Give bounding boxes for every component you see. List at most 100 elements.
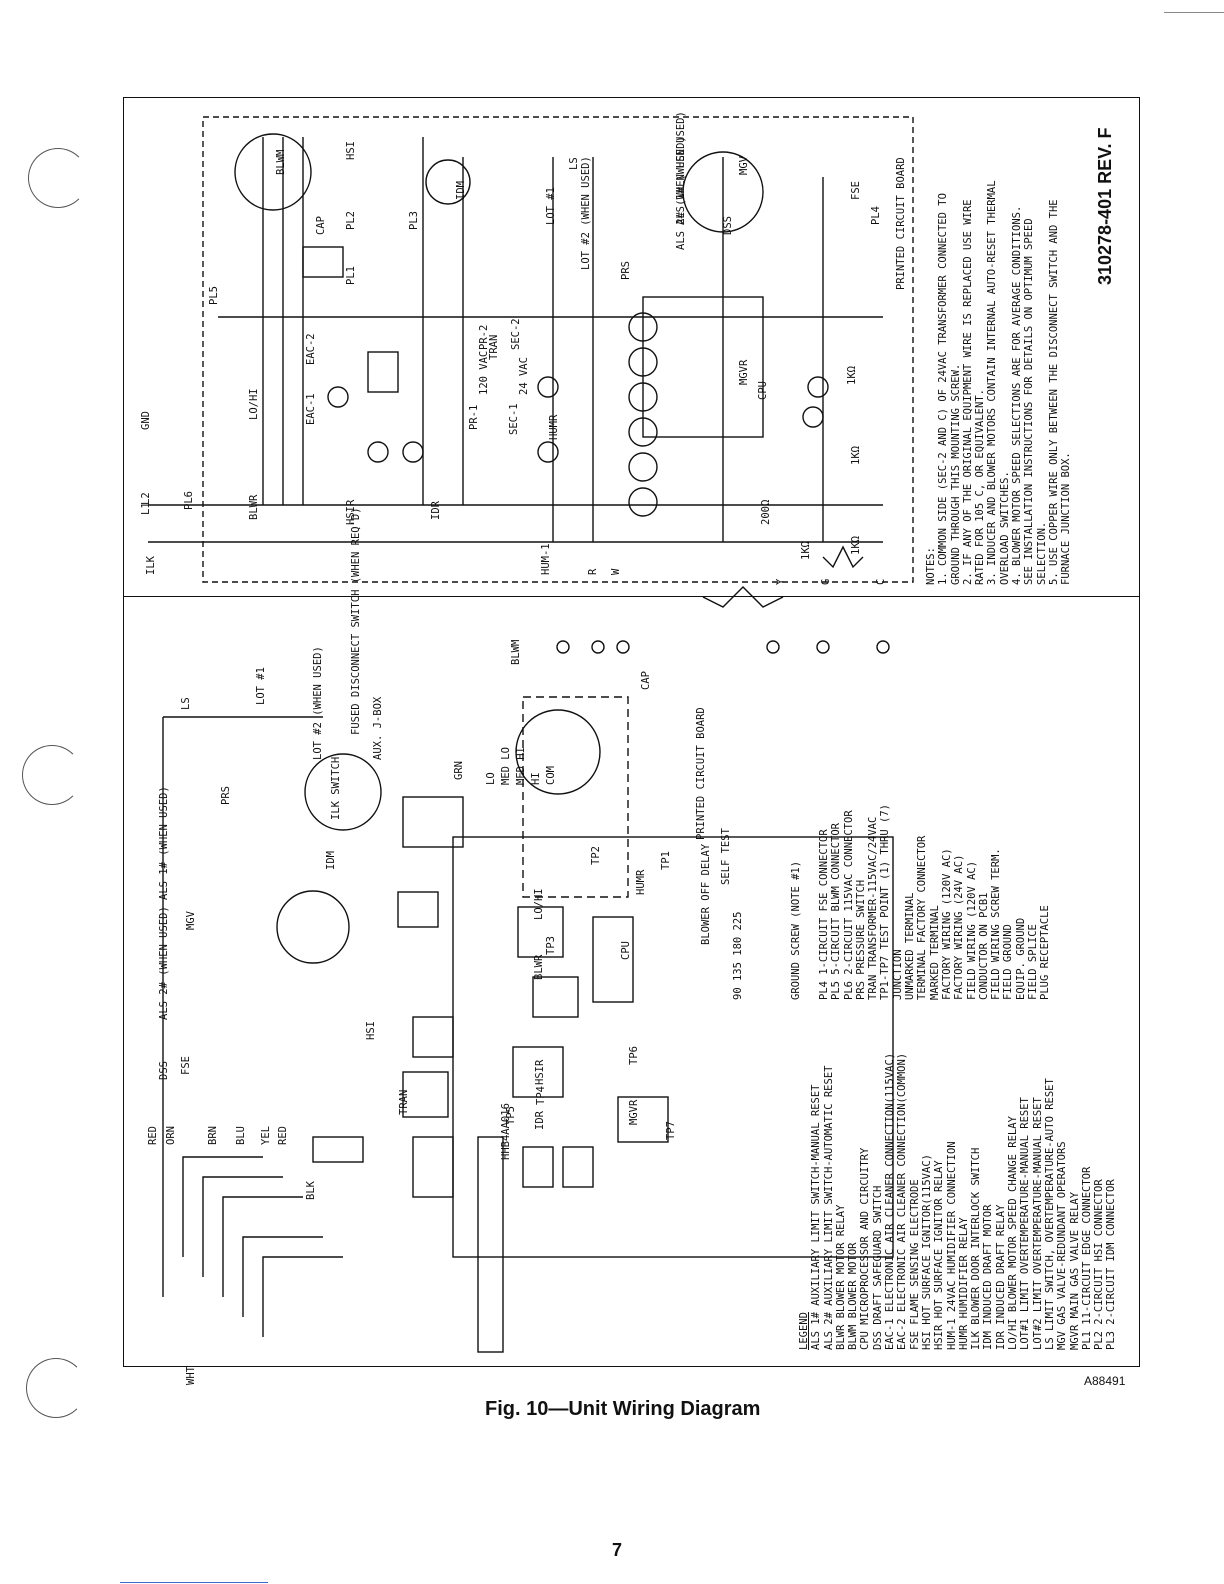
label-ground-screw: GROUND SCREW (NOTE #1)	[790, 860, 802, 1000]
label-wire-grn: GRN	[453, 761, 465, 780]
pcb-humr	[517, 906, 564, 958]
label-mgv-bottom: MGV	[185, 911, 197, 930]
label-mgvr-bottom: MGVR	[628, 1099, 640, 1125]
label-thermostat-w: W	[610, 568, 622, 575]
label-wire-orn: ORN	[165, 1126, 177, 1145]
document-number: 310278-401 REV. F	[1095, 127, 1115, 285]
pcb-mgvr	[617, 1096, 669, 1143]
key-item: TRAN TRANSFORMER-115VAC/24VAC	[867, 816, 880, 1000]
lohi-relay-contact	[302, 246, 344, 278]
label-idm-bottom: IDM	[325, 851, 337, 870]
legend-item: PL3 2-CIRCUIT IDM CONNECTOR	[1105, 1179, 1118, 1350]
inducer-motor-pictorial	[276, 890, 350, 964]
schematic-field-boundary	[202, 116, 914, 583]
legend-item: ALS 2# AUXILIARY LIMIT SWITCH-AUTOMATIC …	[822, 1065, 835, 1350]
note-line: RATED FOR 105 C, OR EQUIVALENT.	[974, 389, 987, 585]
legend-item: HSI HOT SURFACE IGNITOR(115VAC)	[920, 1154, 933, 1350]
transformer-pictorial	[402, 1071, 449, 1118]
humr-coil	[628, 382, 658, 412]
terminal-g	[816, 640, 830, 654]
label-pl5-top: PL5	[208, 286, 220, 305]
pcb-hsir	[562, 1146, 594, 1188]
label-tp6: TP6	[628, 1046, 640, 1065]
hsir-coil	[628, 487, 658, 517]
label-ls-bottom: LS	[180, 697, 192, 710]
label-com: COM	[545, 766, 557, 785]
label-tp5: TP5	[505, 1106, 517, 1125]
label-pr2-top: PR-2	[478, 324, 490, 350]
pl5-connector	[402, 796, 464, 848]
label-thermostat-g: G	[820, 578, 832, 585]
tp2-symbol	[537, 441, 559, 463]
binder-hole-top	[28, 148, 88, 208]
label-ilk-top: ILK	[145, 556, 157, 575]
key-item: FIELD SPLICE	[1027, 924, 1040, 1000]
wire-red	[182, 1156, 263, 1257]
label-sec2-top: SEC-2	[510, 318, 522, 350]
label-lohi-bottom: LO/HI	[533, 888, 545, 920]
label-med-hi: MED HI	[515, 747, 527, 785]
label-1kohm-top: 1KΩ	[846, 366, 858, 385]
idr-coil	[628, 452, 658, 482]
terminal-y	[766, 640, 780, 654]
legend-item: PL2 2-CIRCUIT HSI CONNECTOR	[1093, 1179, 1106, 1350]
label-blwm-bottom: BLWM	[510, 639, 522, 665]
key-item: FIELD GROUND	[1002, 924, 1015, 1000]
legend-item: LOT#2 LIMIT OVERTEMPERATURE-MANUAL RESET	[1031, 1097, 1044, 1350]
label-humr-top: HUMR	[548, 414, 560, 440]
legend-item: MGVR MAIN GAS VALVE RELAY	[1068, 1191, 1081, 1350]
tp5-symbol	[402, 441, 424, 463]
label-fse-bottom: FSE	[180, 1056, 192, 1075]
legend-item: EAC-1 ELECTRONIC AIR CLEANER CONNECTION(…	[884, 1052, 897, 1350]
label-1kohm-c: 1KΩ	[850, 446, 862, 465]
label-thermostat-y: Y	[775, 578, 787, 585]
cpu-block	[642, 296, 764, 438]
blower-motor-pictorial	[515, 709, 601, 795]
fused-disconnect-box	[522, 696, 629, 898]
inducer-motor-symbol	[425, 159, 471, 205]
pcb-idr	[522, 1146, 554, 1188]
wire-yel	[262, 1256, 343, 1337]
legend-item: DSS DRAFT SAFEGUARD SWITCH	[871, 1185, 884, 1350]
label-fse-top: FSE	[850, 181, 862, 200]
label-eac1-top: EAC-1	[305, 393, 317, 425]
label-gnd-top: GND	[140, 411, 152, 430]
label-cpu-bottom: CPU	[620, 941, 632, 960]
terminal-hum1	[556, 640, 570, 654]
key-item: PL5 5-CIRCUIT BLWM CONNECTOR	[830, 822, 843, 1000]
label-prs-top: PRS	[620, 261, 632, 280]
pl3-connector	[412, 1016, 454, 1058]
key-item: PRS PRESSURE SWITCH	[854, 879, 867, 1000]
label-thermostat-r: R	[587, 568, 599, 575]
label-self-test: SELF TEST	[720, 828, 732, 885]
pl6-connector	[397, 891, 439, 928]
label-hsi-top: HSI	[345, 141, 357, 160]
label-tp2: TP2	[590, 846, 602, 865]
label-tp4: TP4	[535, 1086, 547, 1105]
pl2-connector	[412, 1136, 454, 1198]
note-line: 4. BLOWER MOTOR SPEED SELECTIONS ARE FOR…	[1011, 205, 1024, 585]
terminal-w	[616, 640, 630, 654]
legend-item: MGV GAS VALVE-REDUNDANT OPERATORS	[1056, 1141, 1069, 1350]
label-wire-blu: BLU	[235, 1126, 247, 1145]
legend-item: PL1 11-CIRCUIT EDGE CONNECTOR	[1080, 1166, 1093, 1350]
notes-title: NOTES:	[925, 547, 937, 585]
label-24vac: 24 VAC	[518, 357, 530, 395]
legend-item: LO/HI BLOWER MOTOR SPEED CHANGE RELAY	[1007, 1116, 1020, 1350]
label-blwr-top: BLWR	[248, 494, 260, 520]
figure-caption: Fig. 10—Unit Wiring Diagram	[485, 1398, 761, 1420]
label-tp1: TP1	[660, 851, 672, 870]
lohi-coil	[628, 347, 658, 377]
label-wire-brn: BRN	[207, 1126, 219, 1145]
legend-item: HSIR HOT SURFACE IGNITOR RELAY	[933, 1160, 946, 1350]
legend-item: HUMR HUMIDIFIER RELAY	[957, 1217, 970, 1350]
blower-motor-symbol	[234, 133, 312, 211]
legend-item: BLWR BLOWER MOTOR RELAY	[834, 1204, 847, 1350]
label-fused-disconnect: FUSED DISCONNECT SWITCH (WHEN REQ'D)	[350, 507, 362, 735]
label-als2-top: ALS 2# (WHEN USED)	[675, 136, 687, 250]
label-dss-top: DSS	[722, 216, 734, 235]
label-pl2-top: PL2	[345, 211, 357, 230]
binder-hole-bottom	[26, 1358, 86, 1418]
legend-item: ILK BLOWER DOOR INTERLOCK SWITCH	[970, 1147, 983, 1350]
label-eac2-top: EAC-2	[305, 333, 317, 365]
